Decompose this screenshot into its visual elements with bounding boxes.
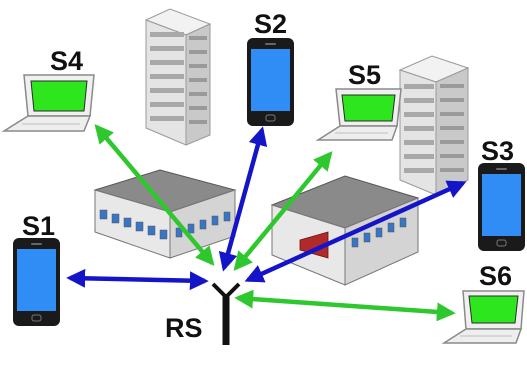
link-s6	[234, 289, 456, 322]
laptop-icon-s5	[315, 88, 402, 141]
smartphone-icon-s1	[13, 238, 60, 326]
office-tower-left	[144, 8, 212, 146]
laptop-icon-s4	[1, 74, 95, 132]
link-s1	[66, 268, 209, 291]
label-s4: S4	[50, 46, 84, 76]
smartphone-icon-s3	[478, 163, 525, 251]
office-tower-right	[398, 55, 470, 196]
antenna-icon	[211, 282, 241, 345]
label-rs: RS	[165, 313, 203, 343]
laptop-icon-s6	[441, 290, 525, 344]
smartphone-icon-s2	[247, 38, 294, 126]
low-building-right	[270, 175, 420, 286]
label-s5: S5	[348, 60, 382, 90]
link-s5	[233, 151, 333, 271]
link-s4	[94, 124, 215, 266]
label-s3: S3	[481, 136, 515, 166]
label-s6: S6	[479, 261, 513, 291]
laptop-links	[94, 124, 456, 322]
label-s2: S2	[254, 9, 288, 39]
label-s1: S1	[22, 211, 56, 241]
low-building-left	[93, 169, 237, 259]
